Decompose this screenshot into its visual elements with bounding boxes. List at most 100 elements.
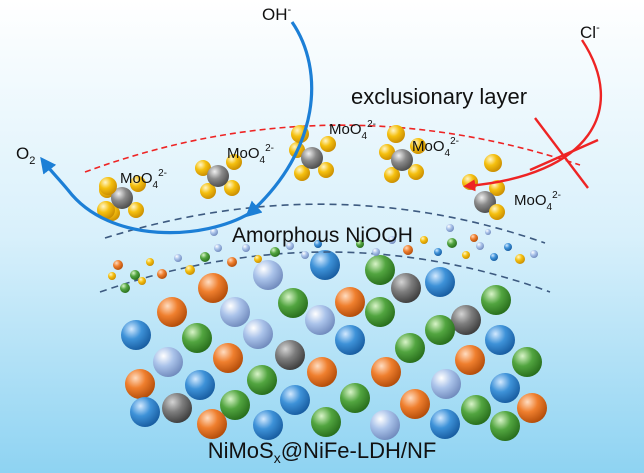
substrate-sphere bbox=[275, 340, 305, 370]
oxygen-atom bbox=[489, 204, 505, 220]
substrate-sphere bbox=[310, 250, 340, 280]
substrate-sphere bbox=[430, 409, 460, 439]
amorphous-particle bbox=[462, 251, 470, 259]
oxygen-atom bbox=[320, 136, 336, 152]
amorphous-layer-particles bbox=[108, 224, 538, 293]
substrate-sphere bbox=[517, 393, 547, 423]
substrate-sphere bbox=[182, 323, 212, 353]
substrate-sphere bbox=[280, 385, 310, 415]
substrate-sphere bbox=[253, 260, 283, 290]
amorphous-particle bbox=[356, 240, 364, 248]
substrate-sphere bbox=[431, 369, 461, 399]
amorphous-particle bbox=[214, 244, 222, 252]
amorphous-particle bbox=[470, 234, 478, 242]
molybdenum-atom bbox=[301, 147, 323, 169]
amorphous-particle bbox=[254, 255, 262, 263]
oxygen-atom bbox=[224, 180, 240, 196]
amorphous-particle bbox=[200, 252, 210, 262]
amorphous-particle bbox=[403, 245, 413, 255]
oxygen-atom bbox=[195, 160, 211, 176]
substrate-sphere bbox=[365, 297, 395, 327]
amorphous-particle bbox=[185, 265, 195, 275]
exclusionary-layer-boundary bbox=[84, 124, 581, 173]
amorphous-particle bbox=[301, 251, 309, 259]
molybdenum-atom bbox=[207, 165, 229, 187]
oxygen-outflow-arrow bbox=[40, 156, 251, 235]
amorphous-particle bbox=[530, 250, 538, 258]
substrate-sphere bbox=[340, 383, 370, 413]
amorphous-particle bbox=[113, 260, 123, 270]
substrate-sphere bbox=[370, 410, 400, 440]
amorphous-particle bbox=[388, 236, 396, 244]
oxygen-atom bbox=[97, 201, 115, 219]
amorphous-particle bbox=[157, 269, 167, 279]
substrate-sphere bbox=[153, 347, 183, 377]
oxygen-atom bbox=[318, 162, 334, 178]
molybdate-cluster bbox=[379, 138, 426, 183]
substrate-particles bbox=[121, 250, 547, 441]
oxygen-atom bbox=[462, 174, 478, 190]
chloride-arrow bbox=[463, 39, 602, 192]
amorphous-particle bbox=[270, 247, 280, 257]
molybdate-cluster bbox=[195, 154, 242, 199]
molybdate-label: MoO42- bbox=[329, 119, 376, 142]
oxygen-atom bbox=[128, 202, 144, 218]
oxygen-atom bbox=[387, 125, 405, 143]
amorphous-niooh-label: Amorphous NiOOH bbox=[232, 224, 413, 247]
substrate-sphere bbox=[490, 373, 520, 403]
substrate-sphere bbox=[400, 389, 430, 419]
substrate-sphere bbox=[481, 285, 511, 315]
amorphous-particle bbox=[314, 240, 322, 248]
molybdate-label: MoO42- bbox=[227, 143, 274, 166]
oxygen-atom bbox=[294, 165, 310, 181]
amorphous-particle bbox=[515, 254, 525, 264]
substrate-sphere bbox=[365, 255, 395, 285]
substrate-sphere bbox=[335, 287, 365, 317]
substrate-sphere bbox=[305, 305, 335, 335]
molybdate-clusters bbox=[97, 125, 505, 221]
amorphous-particle bbox=[227, 257, 237, 267]
substrate-sphere bbox=[197, 409, 227, 439]
amorphous-particle bbox=[138, 277, 146, 285]
substrate-sphere bbox=[125, 369, 155, 399]
substrate-sphere bbox=[247, 365, 277, 395]
substrate-sphere bbox=[220, 297, 250, 327]
amorphous-particle bbox=[420, 236, 428, 244]
amorphous-layer-upper-boundary bbox=[104, 203, 546, 244]
amorphous-particle bbox=[446, 224, 454, 232]
amorphous-particle bbox=[434, 248, 442, 256]
substrate-sphere bbox=[455, 345, 485, 375]
substrate-sphere bbox=[220, 390, 250, 420]
hydroxide-inflow-arrow bbox=[245, 21, 314, 218]
oxygen-atom bbox=[410, 138, 426, 154]
oxygen-atom bbox=[408, 164, 424, 180]
substrate-sphere bbox=[121, 320, 151, 350]
amorphous-particle bbox=[146, 258, 154, 266]
substrate-sphere bbox=[425, 267, 455, 297]
molybdenum-atom bbox=[111, 187, 133, 209]
substrate-sphere bbox=[371, 357, 401, 387]
substrate-sphere bbox=[157, 297, 187, 327]
amorphous-particle bbox=[504, 243, 512, 251]
amorphous-particle bbox=[174, 254, 182, 262]
substrate-sphere bbox=[130, 397, 160, 427]
molybdate-label: MoO42- bbox=[412, 136, 459, 159]
chloride-label: Cl- bbox=[580, 22, 600, 42]
substrate-sphere bbox=[451, 305, 481, 335]
substrate-sphere bbox=[253, 410, 283, 440]
hydroxide-label: OH- bbox=[262, 4, 292, 24]
block-cross-icon bbox=[529, 117, 599, 189]
substrate-sphere bbox=[311, 407, 341, 437]
molybdate-label: MoO42- bbox=[514, 190, 561, 213]
amorphous-particle bbox=[286, 242, 294, 250]
oxygen-atom bbox=[379, 144, 395, 160]
amorphous-particle bbox=[130, 270, 140, 280]
amorphous-particle bbox=[476, 242, 484, 250]
substrate-sphere bbox=[307, 357, 337, 387]
amorphous-particle bbox=[242, 244, 250, 252]
amorphous-particle bbox=[120, 283, 130, 293]
substrate-sphere bbox=[391, 273, 421, 303]
amorphous-particle bbox=[372, 248, 380, 256]
